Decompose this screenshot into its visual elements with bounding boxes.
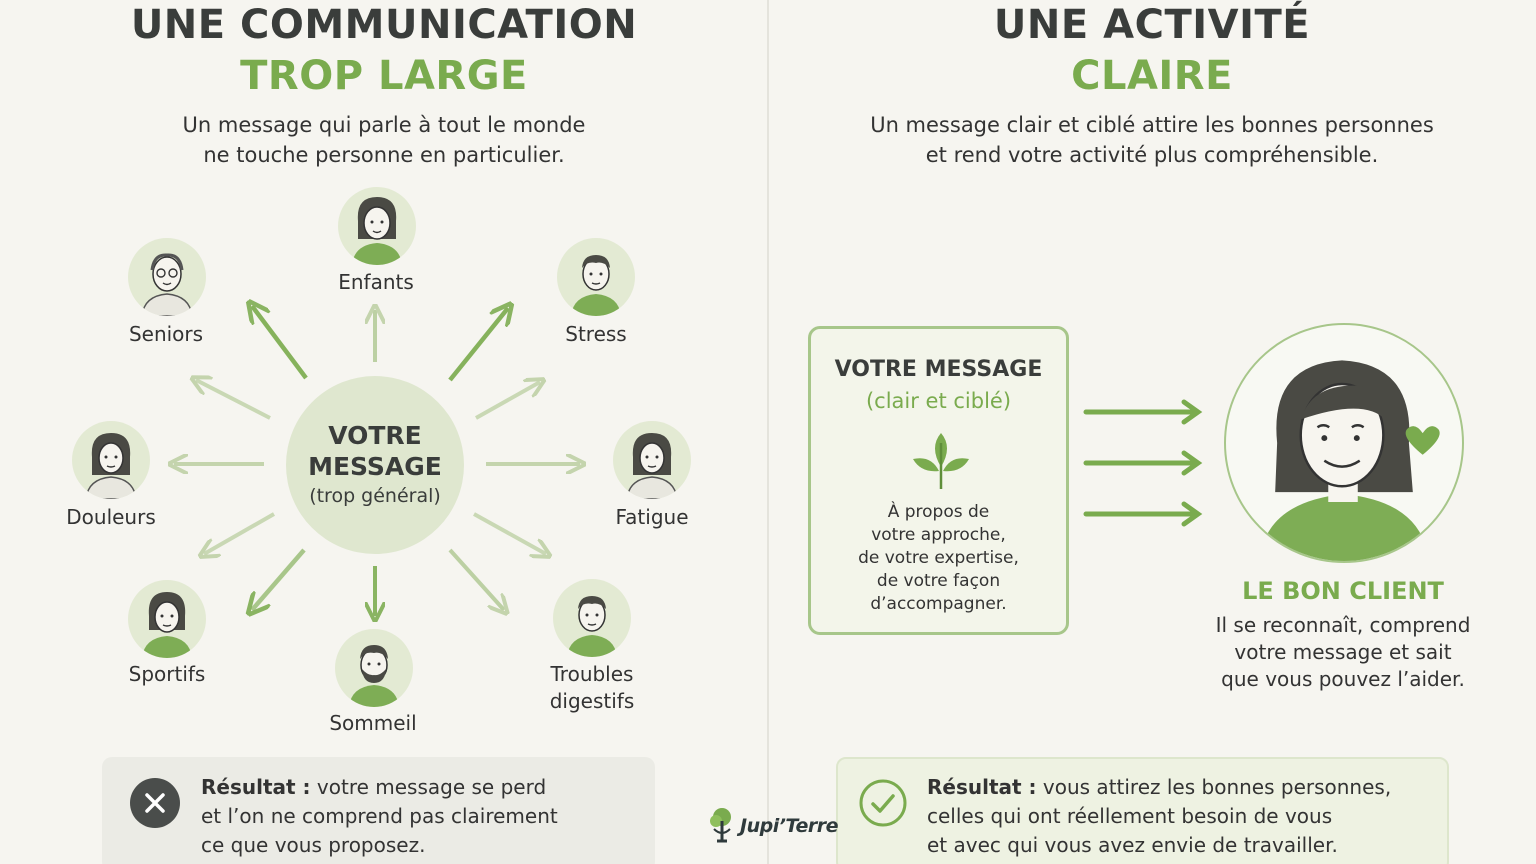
result-positive-text1: vous attirez les bonnes personnes, [1042, 775, 1392, 799]
avatar-enfants-icon [338, 187, 416, 265]
checkmark-icon [859, 779, 907, 827]
msg-title: VOTRE MESSAGE [834, 357, 1043, 382]
heart-icon [1405, 426, 1440, 455]
arrow-upper-right [475, 382, 540, 420]
left-title-line2: TROP LARGE [240, 53, 528, 99]
hub-line3: (trop général) [309, 485, 441, 507]
result-positive-line2: celles qui ont réellement besoin de vous [927, 804, 1333, 828]
arrow-to-sportifs [252, 548, 306, 610]
right-subtitle-line2: et rend votre activité plus compréhensib… [925, 143, 1379, 167]
right-subtitle-line1: Un message clair et ciblé attire les bon… [870, 113, 1434, 137]
msg-body: À propos de votre approche, de votre exp… [811, 501, 1066, 616]
msg-line2: votre approche, [871, 525, 1006, 545]
left-subtitle-line2: ne touche personne en particulier. [203, 143, 565, 167]
left-subtitle-line1: Un message qui parle à tout le monde [182, 113, 586, 137]
tree-logo-icon [710, 808, 731, 843]
hub-line2: MESSAGE [308, 452, 442, 481]
left-panel-broad-communication: UNE COMMUNICATION TROP LARGE Un message … [0, 0, 768, 864]
avatar-fatigue-icon [613, 421, 691, 499]
result-negative-line1: Résultat : votre message se perd [201, 773, 546, 802]
logo-text: Jupi’Terre [740, 815, 838, 837]
result-negative-label: Résultat : [201, 775, 311, 799]
client-description: Il se reconnaît, comprend votre message … [1188, 612, 1498, 693]
label-fatigue: Fatigue [615, 505, 689, 529]
client-line3: que vous pouvez l’aider. [1221, 667, 1465, 691]
message-hub-general: VOTRE MESSAGE (trop général) [286, 376, 464, 554]
msg-line1: À propos de [887, 502, 990, 522]
arrow-upper-left [196, 380, 271, 420]
result-negative-line3: ce que vous proposez. [201, 833, 426, 857]
radiating-arrows [0, 0, 768, 864]
result-positive-line3: et avec qui vous avez envie de travaille… [927, 833, 1338, 857]
arrow-to-stress [448, 308, 508, 382]
msg-line3: de votre expertise, [858, 548, 1019, 568]
label-troubles-line2: digestifs [549, 689, 635, 713]
leaf-sprout-icon [913, 433, 969, 489]
center-divider [767, 0, 769, 864]
error-x-icon [130, 778, 180, 828]
msg-line5: d’accompagner. [870, 594, 1007, 614]
left-title-line1: UNE COMMUNICATION [130, 2, 638, 48]
avatar-sportifs-icon [128, 580, 206, 658]
avatar-douleurs-icon [72, 421, 150, 499]
arrow-to-troubles [448, 548, 504, 610]
label-douleurs: Douleurs [66, 505, 156, 529]
avatar-sommeil-icon [335, 629, 413, 707]
label-seniors: Seniors [128, 322, 204, 346]
right-title-line1: UNE ACTIVITÉ [993, 2, 1311, 48]
result-box-positive: Résultat : vous attirez les bonnes perso… [836, 757, 1449, 864]
result-negative-text1: votre message se perd [316, 775, 547, 799]
arrow-lower-right [473, 512, 546, 554]
jupiterre-logo: Jupi’Terre [708, 806, 838, 846]
msg-line4: de votre façon [876, 571, 1001, 591]
client-line1: Il se reconnaît, comprend [1215, 613, 1471, 637]
avatar-seniors-icon [128, 238, 206, 316]
label-troubles-line1: Troubles [550, 662, 634, 686]
avatar-troubles-digestifs-icon [553, 579, 631, 657]
result-negative-line2: et l’on ne comprend pas clairement [201, 804, 558, 828]
avatar-stress-icon [557, 238, 635, 316]
good-client-avatar-icon [1224, 323, 1464, 563]
label-stress: Stress [565, 322, 627, 346]
msg-subtitle: (clair et ciblé) [865, 389, 1012, 413]
result-positive-label: Résultat : [927, 775, 1037, 799]
label-sportifs: Sportifs [128, 662, 206, 686]
label-enfants: Enfants [338, 270, 414, 294]
result-box-negative: Résultat : votre message se perd et l’on… [102, 757, 655, 864]
client-title: LE BON CLIENT [1242, 577, 1444, 605]
arrow-lower-left [204, 512, 275, 554]
triple-arrows [1083, 399, 1203, 527]
right-title-line2: CLAIRE [1071, 53, 1233, 99]
targeted-message-box: VOTRE MESSAGE (clair et ciblé) À propos … [808, 326, 1069, 635]
hub-line1: VOTRE [328, 421, 422, 450]
label-sommeil: Sommeil [329, 711, 417, 735]
result-positive-line1: Résultat : vous attirez les bonnes perso… [927, 773, 1391, 802]
client-line2: votre message et sait [1234, 640, 1452, 664]
arrow-to-seniors [252, 306, 308, 380]
right-panel-clear-activity: UNE ACTIVITÉ CLAIRE Un message clair et … [768, 0, 1536, 864]
